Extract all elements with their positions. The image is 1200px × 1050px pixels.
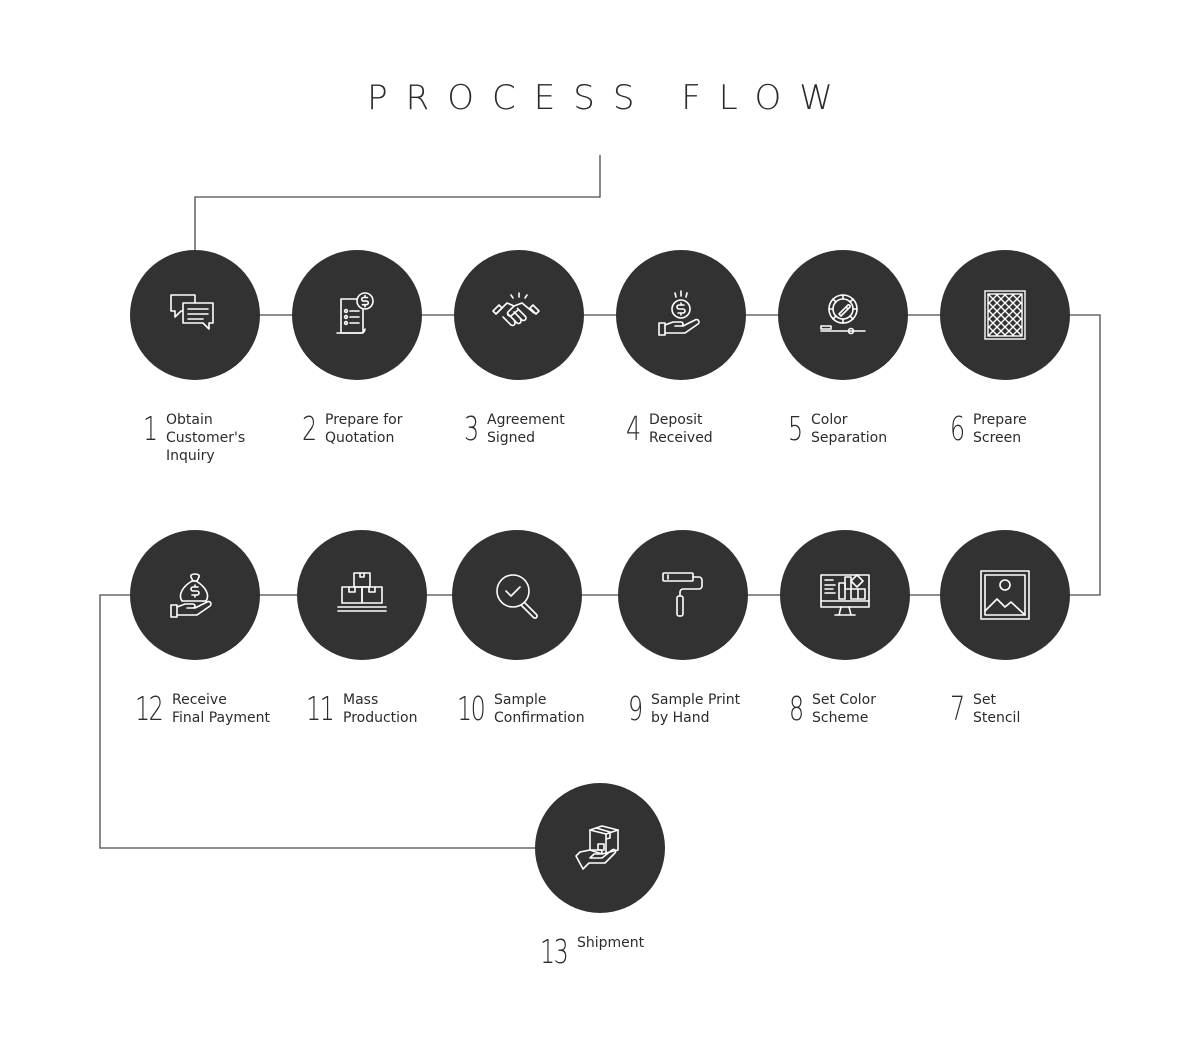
step-caption: 9 Sample Print by Hand: [628, 692, 740, 727]
step-label-line: Inquiry: [166, 448, 215, 464]
connector-title-to-step-1: [194, 155, 601, 250]
step-circle: [618, 530, 748, 660]
step-number: 8: [789, 689, 804, 728]
step-label-line: Obtain: [166, 412, 213, 428]
step-label-line: Confirmation: [494, 710, 585, 726]
step-label-line: Set: [973, 692, 996, 708]
connector-row-1-to-row-2: [1070, 314, 1101, 596]
mesh-screen-icon: [984, 290, 1026, 340]
invoice-dollar-icon: [336, 292, 374, 334]
step-label-line: Set Color: [812, 692, 876, 708]
step-label-line: Color: [811, 412, 848, 428]
step-number: 3: [464, 409, 479, 448]
step-circle: [452, 530, 582, 660]
color-wheel-icon: [820, 294, 866, 335]
step-label-line: Agreement: [487, 412, 565, 428]
step-number: 13: [540, 932, 569, 971]
package-hand-icon: [575, 825, 619, 870]
step-number: 6: [950, 409, 965, 448]
boxes-icon: [337, 572, 387, 612]
handshake-icon: [492, 292, 540, 327]
step-label-line: Deposit: [649, 412, 703, 428]
step-label-line: by Hand: [651, 710, 710, 726]
step-label-line: Prepare for: [325, 412, 403, 428]
page-title: PROCESS FLOW: [367, 78, 851, 118]
step-label-line: Final Payment: [172, 710, 271, 726]
step-label-line: Production: [343, 710, 418, 726]
step-label-line: Received: [649, 430, 713, 446]
step-number: 12: [135, 689, 164, 728]
step-number: 4: [626, 409, 641, 448]
money-bag-hand-icon: [170, 573, 212, 618]
step-circle: [778, 250, 908, 380]
step-label-line: Sample Print: [651, 692, 741, 708]
step-label: Sample Print by Hand: [651, 691, 740, 727]
step-number: 11: [306, 689, 335, 728]
step-number: 5: [788, 409, 803, 448]
step-circle: [616, 250, 746, 380]
step-label-line: Prepare: [973, 412, 1027, 428]
step-label: Shipment: [577, 934, 644, 952]
step-circle: [292, 250, 422, 380]
step-label-line: Mass: [343, 692, 379, 708]
step-label-line: Signed: [487, 430, 536, 446]
connector-row-2-to-step-13: [99, 594, 535, 849]
step-label-line: Screen: [973, 430, 1022, 446]
step-label-line: Stencil: [973, 710, 1021, 726]
step-circle: [454, 250, 584, 380]
step-circle: [130, 530, 260, 660]
step-number: 2: [302, 409, 317, 448]
step-label-line: Shipment: [577, 935, 645, 951]
hand-coin-icon: [658, 290, 700, 336]
step-circle: [780, 530, 910, 660]
monitor-palette-icon: [820, 574, 870, 616]
step-circle: [940, 250, 1070, 380]
step-number: 10: [457, 689, 486, 728]
step-label-line: Customer's: [166, 430, 246, 446]
chat-bubbles-icon: [170, 294, 214, 330]
step-circle: [130, 250, 260, 380]
step-label-line: Quotation: [325, 430, 395, 446]
magnifier-check-icon: [496, 574, 538, 619]
step-label-line: Sample: [494, 692, 547, 708]
step-circle: [535, 783, 665, 913]
step-label-line: Receive: [172, 692, 227, 708]
step-number: 1: [143, 409, 158, 448]
step-circle: [297, 530, 427, 660]
step-label-line: Separation: [811, 430, 888, 446]
image-frame-icon: [980, 570, 1030, 620]
step-label-line: Scheme: [812, 710, 869, 726]
step-caption: 13 Shipment: [540, 935, 644, 968]
step-number: 9: [628, 689, 643, 728]
paint-roller-icon: [662, 572, 703, 617]
step-number: 7: [950, 689, 965, 728]
step-circle: [940, 530, 1070, 660]
